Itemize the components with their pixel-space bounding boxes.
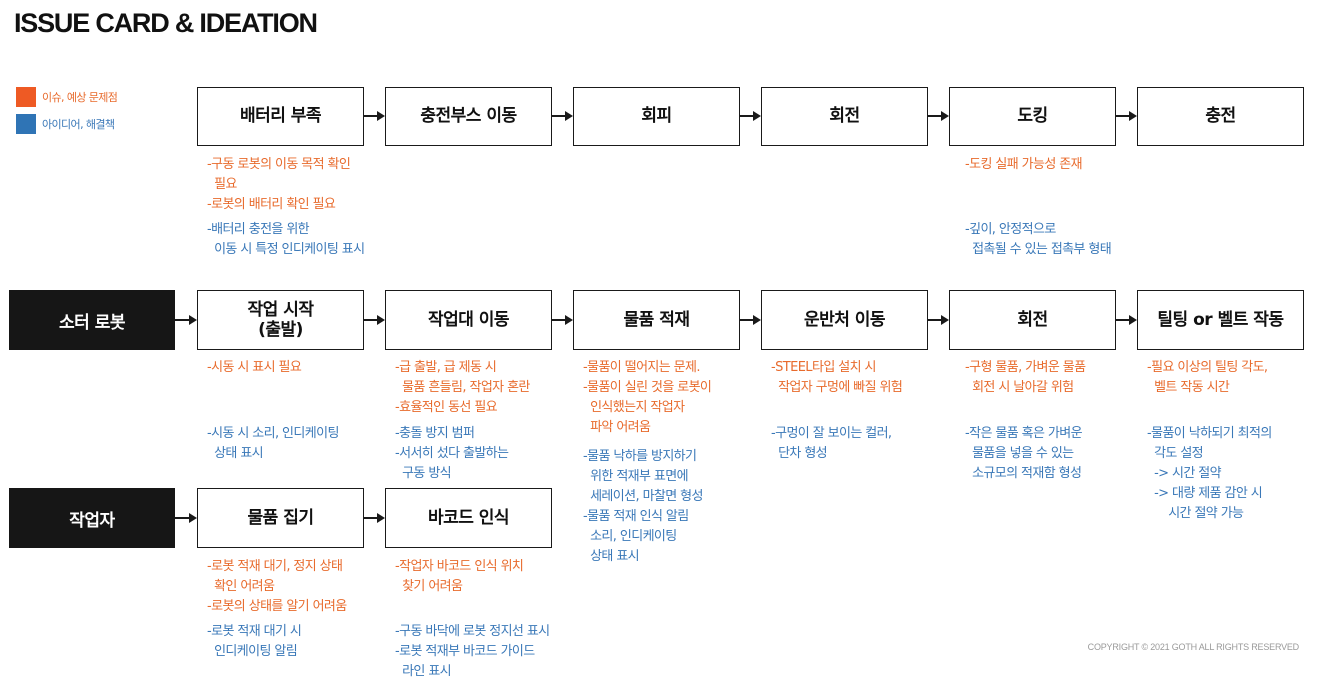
arrow [552,315,573,325]
note-docking-idea: -깊이, 안정적으로 접촉될 수 있는 접촉부 형태 [965,222,1112,257]
note-start-idea: -시동 시 소리, 인디케이팅 상태 표시 [207,426,339,461]
actor-sorter-robot: 소터 로봇 [9,290,175,350]
actor-worker: 작업자 [9,488,175,548]
step-tilt-or-belt: 틸팅 or 벨트 작동 [1137,290,1304,350]
note-move-issue: -급 출발, 급 제동 시 물품 흔들림, 작업자 혼란 -효율적인 동선 필요 [395,360,530,415]
step-docking: 도킹 [949,87,1116,146]
page-title: ISSUE CARD & IDEATION [14,8,318,38]
note-pick-idea: -로봇 적재 대기 시 인디케이팅 알림 [207,624,302,659]
step-work-start: 작업 시작 (출발) [197,290,364,350]
note-load-issue: -물품이 떨어지는 문제. -물품이 실린 것을 로봇이 인식했는지 작업자 파… [583,360,712,435]
step-rotate-top: 회전 [761,87,928,146]
note-move-idea: -충돌 방지 범퍼 -서서히 섰다 출발하는 구동 방식 [395,426,509,481]
arrow [928,111,949,121]
legend-idea-label: 아이디어, 해결책 [42,118,115,131]
arrow [1116,111,1137,121]
step-move-to-workbench: 작업대 이동 [385,290,552,350]
note-pick-issue: -로봇 적재 대기, 정지 상태 확인 어려움 -로봇의 상태를 알기 어려움 [207,559,347,614]
arrow [740,315,761,325]
step-battery-low: 배터리 부족 [197,87,364,146]
step-rotate-robot: 회전 [949,290,1116,350]
note-barcode-idea: -구동 바닥에 로봇 정지선 표시 -로봇 적재부 바코드 가이드 라인 표시 [395,624,550,679]
arrow [175,315,197,325]
note-tilt-idea: -물품이 낙하되기 최적의 각도 설정 -> 시간 절약 -> 대량 제품 감안… [1147,426,1272,521]
step-move-to-charger: 충전부스 이동 [385,87,552,146]
step-avoid: 회피 [573,87,740,146]
note-load-idea: -물품 낙하를 방지하기 위한 적재부 표면에 세레이션, 마찰면 형성 -물품… [583,449,704,564]
arrow [175,513,197,523]
copyright-text: COPYRIGHT © 2021 GOTH ALL RIGHTS RESERVE… [1087,642,1300,652]
legend-idea: 아이디어, 해결책 [16,114,115,134]
arrow [740,111,761,121]
step-move-to-destination: 운반처 이동 [761,290,928,350]
note-transport-idea: -구멍이 잘 보이는 컬러, 단차 형성 [771,426,892,461]
legend-idea-swatch [16,114,36,134]
arrow [928,315,949,325]
legend-issue-swatch [16,87,36,107]
arrow [364,513,385,523]
arrow [552,111,573,121]
note-battery-idea: -배터리 충전을 위한 이동 시 특정 인디케이팅 표시 [207,222,365,257]
arrow [364,315,385,325]
legend-issue-label: 이슈, 예상 문제점 [42,91,118,104]
arrow [1116,315,1137,325]
step-load-item: 물품 적재 [573,290,740,350]
note-docking-issue: -도킹 실패 가능성 존재 [965,157,1083,172]
note-tilt-issue: -필요 이상의 틸팅 각도, 벨트 작동 시간 [1147,360,1268,395]
note-rotate-issue: -구형 물품, 가벼운 물품 회전 시 날아갈 위험 [965,360,1086,395]
note-barcode-issue: -작업자 바코드 인식 위치 찾기 어려움 [395,559,524,594]
legend-issue: 이슈, 예상 문제점 [16,87,118,107]
note-battery-issue: -구동 로봇의 이동 목적 확인 필요 -로봇의 배터리 확인 필요 [207,157,351,212]
note-transport-issue: -STEEL타입 설치 시 작업자 구멍에 빠질 위험 [771,360,903,395]
note-rotate-idea: -작은 물품 혹은 가벼운 물품을 넣을 수 있는 소규모의 적재함 형성 [965,426,1083,481]
note-start-issue: -시동 시 표시 필요 [207,360,302,375]
step-charging: 충전 [1137,87,1304,146]
step-barcode-scan: 바코드 인식 [385,488,552,548]
arrow [364,111,385,121]
step-pick-item: 물품 집기 [197,488,364,548]
